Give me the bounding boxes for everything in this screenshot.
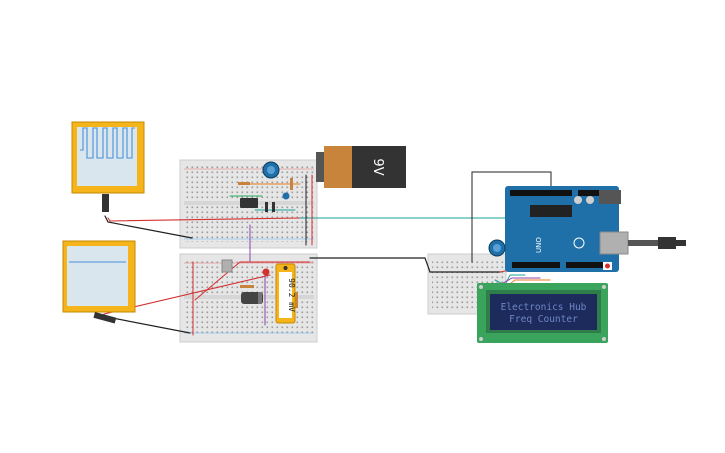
lcd-16x2[interactable]: Electronics Hub Freq Counter [477, 283, 608, 343]
lcd-line2: Freq Counter [509, 314, 578, 325]
arduino-brand: UNO [535, 237, 543, 253]
battery-9v[interactable]: 9V [316, 146, 406, 188]
oscilloscope-top[interactable] [71, 121, 145, 212]
multimeter-reading: 90.2 mV [287, 278, 296, 312]
components-top[interactable] [238, 161, 293, 212]
battery-label: 9V [370, 158, 385, 175]
components-bottom[interactable] [221, 259, 298, 308]
lcd-line1: Electronics Hub [501, 302, 587, 313]
potentiometer-lcd[interactable] [488, 239, 506, 257]
arduino-uno[interactable]: UNO [505, 186, 686, 272]
multimeter[interactable]: 90.2 mV [275, 263, 296, 324]
oscilloscope-bottom[interactable] [62, 240, 136, 324]
